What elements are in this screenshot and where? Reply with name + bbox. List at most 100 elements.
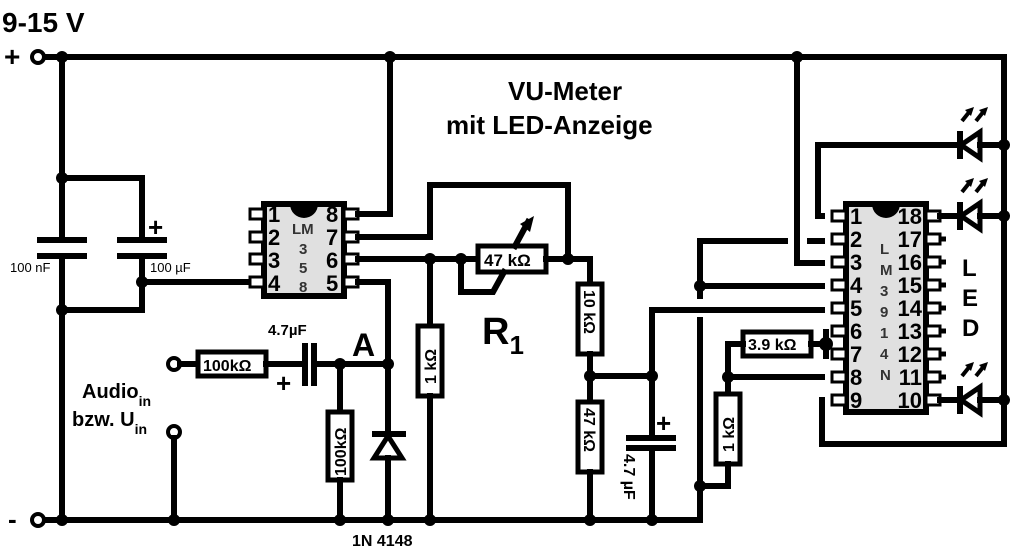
junction (584, 514, 596, 526)
lm3914-pin-6: 6 (850, 319, 862, 344)
junction (562, 253, 574, 265)
lm3914-pin-11: 11 (899, 365, 922, 390)
lm358-name-line: LM (292, 221, 314, 238)
junction (334, 514, 346, 526)
resistor-1k-a (415, 323, 445, 399)
r1-value-label: 47 kΩ (484, 251, 531, 270)
led-icon (937, 362, 1010, 418)
u-in-label: bzw. Uin (72, 409, 147, 437)
lm358-pin-6: 6 (326, 248, 338, 273)
lm3914-right-pin (924, 301, 942, 315)
wire (697, 461, 731, 489)
led-icon (956, 107, 1010, 163)
lm3914-pin-1: 1 (850, 204, 862, 229)
junction (56, 51, 68, 63)
lm3914-name-line: 1 (880, 325, 888, 342)
junction (168, 514, 180, 526)
lm3914-pin-17: 17 (898, 227, 922, 252)
lm358-pin-5: 5 (326, 271, 338, 296)
resistor-3k9 (740, 329, 814, 359)
junction (136, 276, 148, 288)
r-47k-label: 47 kΩ (580, 408, 597, 452)
resistor-input (195, 349, 269, 379)
lm358-pin-3: 3 (268, 248, 280, 273)
junction (56, 514, 68, 526)
lm3914-name-line: L (880, 241, 889, 258)
lm3914-name-line: M (880, 262, 893, 279)
junction (694, 280, 706, 292)
lm3914-left-pin (830, 393, 848, 407)
diode-label: 1N 4148 (352, 533, 413, 550)
positive-terminal[interactable] (30, 49, 46, 65)
node-a-label: A (352, 327, 375, 363)
pot-arrow-head (520, 216, 534, 232)
junction (382, 514, 394, 526)
c-input-polarity: + (276, 368, 291, 398)
c-out-polarity: + (656, 408, 671, 438)
lm3914-pin-5: 5 (850, 296, 862, 321)
led-icon (937, 178, 1010, 234)
resistor-1k-b (713, 391, 743, 467)
lm3914-left-pin (830, 370, 848, 384)
ic-notch (290, 204, 318, 218)
junction (56, 304, 68, 316)
junction (424, 514, 436, 526)
negative-terminal[interactable] (30, 512, 46, 528)
lm3914-pin-4: 4 (850, 273, 863, 298)
lm3914-right-pin (924, 347, 942, 361)
lm358-name-line: 8 (299, 279, 307, 296)
c-out-label: 4.7 µF (620, 454, 637, 500)
r-input-label: 100kΩ (203, 358, 252, 375)
audio-in-label: Audioin (82, 381, 151, 409)
r-1k-b-label: 1 kΩ (721, 417, 738, 452)
lm3914-pin-13: 13 (898, 319, 922, 344)
wire (819, 54, 1007, 447)
lm358-pin-2: 2 (268, 225, 280, 250)
junction (646, 370, 658, 382)
r1-label: R1 (482, 311, 524, 360)
c1-label: 100 nF (10, 260, 51, 275)
wire (649, 485, 703, 523)
lm358-name-line: 3 (299, 241, 307, 258)
ic-notch (872, 204, 900, 218)
minus-label: - (8, 504, 17, 534)
led-array (937, 107, 1010, 418)
lm358-pin-1: 1 (268, 202, 280, 227)
lm3914-pin-3: 3 (850, 250, 862, 275)
led-label-l: L (962, 255, 977, 282)
lm3914-right-pin (924, 370, 942, 384)
lm358-pin-8: 8 (326, 202, 338, 227)
r-shunt-label: 100kΩ (333, 427, 350, 476)
junction (722, 371, 734, 383)
r-10k-label: 10 kΩ (580, 290, 597, 334)
junction (791, 51, 803, 63)
wire (815, 142, 963, 219)
lm3914-name-line: N (880, 367, 891, 384)
lm3914-pin-9: 9 (850, 388, 862, 413)
lm358-pin-4: 4 (268, 271, 281, 296)
wire (355, 182, 571, 261)
lm3914-pin-2: 2 (850, 227, 862, 252)
supply-voltage-label: 9-15 V (2, 7, 85, 38)
lm3914-pin-15: 15 (898, 273, 922, 298)
c-input-label: 4.7µF (268, 322, 307, 339)
lm3914-name-line: 3 (880, 283, 888, 300)
lm3914-left-pin (830, 255, 848, 269)
lm3914-left-pin (830, 278, 848, 292)
wire (794, 54, 825, 266)
lm3914-left-pin (830, 232, 848, 246)
lm358-left-pins (248, 207, 266, 289)
r-1k-a-label: 1 kΩ (423, 349, 440, 384)
lm3914-left-pin (830, 347, 848, 361)
led-label-d: D (962, 315, 979, 342)
diode-icon (369, 431, 407, 461)
led-label-e: E (962, 285, 978, 312)
plus-label: + (4, 41, 20, 72)
lm3914-pin-14: 14 (898, 296, 923, 321)
lm3914-pins (830, 209, 946, 407)
lm3914-name-line: 9 (880, 304, 888, 321)
wire (458, 256, 509, 295)
c2-polarity: + (148, 212, 163, 242)
